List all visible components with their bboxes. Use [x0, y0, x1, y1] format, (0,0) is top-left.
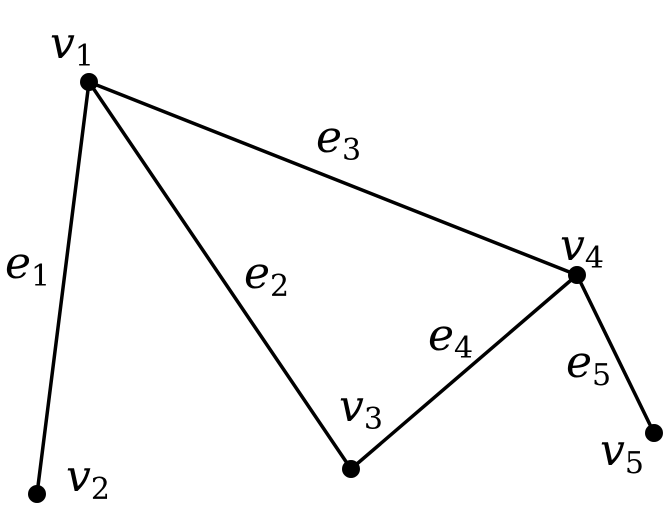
- vertex-label-v5: v5: [600, 425, 644, 481]
- vertex-v4: [568, 266, 586, 284]
- edge-label-e3: e3: [316, 112, 361, 168]
- edge-e4: [349, 273, 579, 471]
- edge-label-e4: e4: [428, 310, 473, 366]
- vertex-v3: [342, 460, 360, 478]
- vertex-label-v1: v1: [50, 18, 94, 74]
- edge-e5: [575, 273, 656, 435]
- vertex-label-v2: v2: [66, 451, 110, 507]
- edge-label-e1: e1: [5, 238, 50, 294]
- vertex-label-v4: v4: [560, 220, 604, 276]
- edge-label-e2: e2: [244, 248, 289, 304]
- edge-e3: [87, 80, 579, 277]
- vertex-v1: [80, 73, 98, 91]
- vertex-v2: [28, 485, 46, 503]
- edge-e1: [35, 80, 91, 496]
- edge-e2: [87, 80, 353, 471]
- vertex-label-v3: v3: [339, 381, 383, 437]
- edge-label-e5: e5: [566, 337, 611, 393]
- vertex-v5: [645, 424, 663, 442]
